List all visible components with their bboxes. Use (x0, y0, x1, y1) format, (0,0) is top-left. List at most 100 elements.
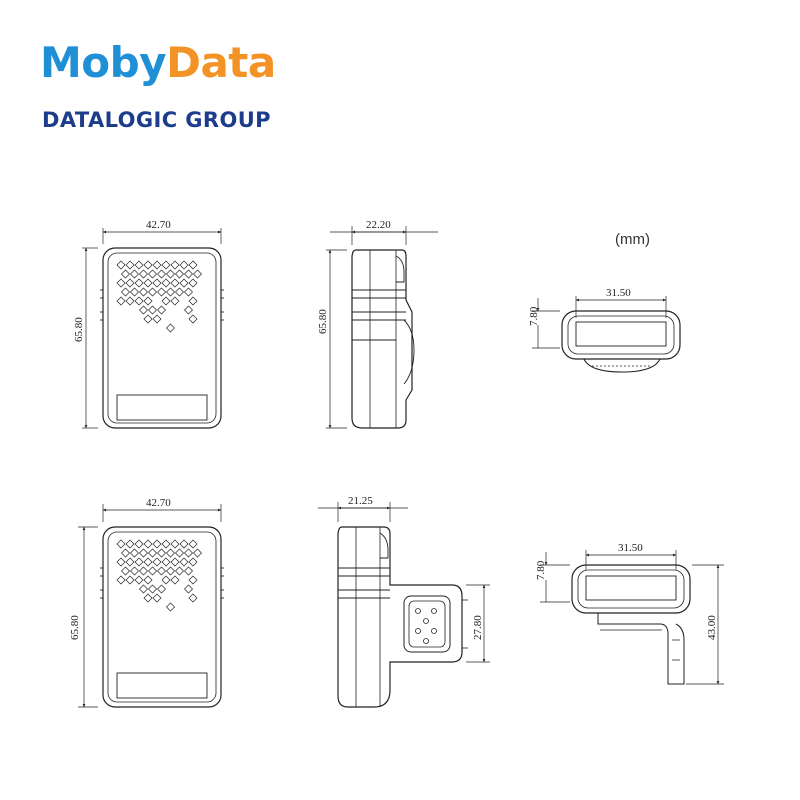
dim-label-top-top-height: 7.80 (528, 306, 540, 326)
side-view-bottom (337, 526, 468, 708)
side-view-top (351, 249, 415, 429)
diamond-mark (125, 557, 135, 567)
diamond-mark (139, 584, 148, 594)
dim-label-top-top-width: 31.50 (606, 287, 631, 299)
diamond-mark (125, 296, 135, 306)
diamond-mark (161, 557, 171, 567)
diamond-mark (143, 278, 153, 288)
diamond-mark (125, 278, 135, 288)
diamond-mark (166, 323, 175, 333)
logo-subtitle: DATALOGIC GROUP (42, 108, 271, 132)
diamond-mark (116, 260, 126, 270)
dim-front-top (82, 228, 222, 429)
diamond-mark (121, 566, 130, 576)
diamond-mark (148, 566, 157, 576)
diamond-mark (157, 287, 166, 297)
diamond-mark (166, 602, 175, 612)
side-ribs-right (221, 289, 224, 321)
diamond-mark (143, 296, 153, 306)
diamond-mark (143, 260, 153, 270)
diamond-mark (161, 296, 171, 306)
diamond-mark (170, 278, 180, 288)
dim-top-top (532, 296, 667, 349)
top-view-bottom (571, 564, 691, 685)
diamond-mark (161, 575, 171, 585)
diamond-mark (130, 287, 139, 297)
diamond-mark (130, 269, 139, 279)
dim-label-front-top-height: 65.80 (73, 317, 85, 342)
diamond-mark (170, 539, 180, 549)
diamond-mark (188, 278, 198, 288)
diamond-mark (125, 539, 135, 549)
dim-front-bottom (78, 504, 222, 708)
dim-label-top-bottom-width: 31.50 (618, 542, 643, 554)
diamond-mark (125, 260, 135, 270)
diamond-mark (188, 557, 198, 567)
dim-top-bottom (540, 550, 724, 685)
diamond-mark (179, 539, 189, 549)
diamond-mark (143, 557, 153, 567)
dim-label-top-bottom-height: 7.80 (535, 560, 547, 580)
diamond-mark (170, 557, 180, 567)
diamond-mark (130, 566, 139, 576)
diamond-mark (152, 539, 162, 549)
dim-label-front-bottom-width: 42.70 (146, 497, 171, 509)
diamond-mark (148, 548, 157, 558)
diamond-mark (175, 548, 184, 558)
diamond-mark (143, 539, 153, 549)
top-view-top (561, 310, 681, 373)
diamond-mark (134, 539, 144, 549)
diamond-mark (148, 287, 157, 297)
diamond-pattern (116, 539, 202, 612)
diamond-mark (157, 305, 166, 315)
connector-pins (415, 608, 437, 644)
diamond-mark (157, 584, 166, 594)
unit-label: (mm) (615, 231, 650, 248)
diamond-mark (188, 539, 198, 549)
diamond-mark (184, 269, 193, 279)
diamond-pattern (116, 260, 202, 333)
diamond-mark (188, 593, 198, 603)
logo-moby: Moby (40, 38, 167, 87)
diamond-mark (139, 566, 148, 576)
diamond-mark (116, 557, 126, 567)
logo-wordmark: MobyData (40, 38, 276, 88)
diamond-mark (134, 575, 144, 585)
diamond-mark (143, 575, 153, 585)
diamond-mark (143, 314, 153, 324)
diamond-mark (188, 296, 198, 306)
diamond-mark (152, 260, 162, 270)
diamond-mark (166, 566, 175, 576)
diamond-mark (188, 260, 198, 270)
diamond-mark (157, 269, 166, 279)
dim-side-bottom (318, 502, 490, 663)
diamond-mark (179, 278, 189, 288)
diamond-mark (175, 269, 184, 279)
diamond-mark (148, 584, 157, 594)
front-view-top (100, 247, 224, 429)
diamond-mark (166, 548, 175, 558)
diamond-mark (161, 260, 171, 270)
diamond-mark (121, 269, 130, 279)
dim-label-top-bottom-total: 43.00 (706, 615, 718, 640)
diamond-mark (161, 539, 171, 549)
diamond-mark (179, 557, 189, 567)
diamond-mark (184, 287, 193, 297)
diamond-mark (148, 305, 157, 315)
diamond-mark (121, 548, 130, 558)
diamond-mark (193, 269, 202, 279)
diamond-mark (139, 287, 148, 297)
diamond-mark (125, 575, 135, 585)
diamond-mark (170, 296, 180, 306)
diamond-mark (139, 548, 148, 558)
diamond-mark (139, 269, 148, 279)
diamond-mark (157, 548, 166, 558)
diamond-mark (166, 287, 175, 297)
diamond-mark (170, 260, 180, 270)
diamond-mark (134, 557, 144, 567)
dim-label-side-top-depth: 22.20 (366, 219, 391, 231)
diamond-mark (175, 287, 184, 297)
diamond-mark (179, 260, 189, 270)
side-ribs-left (100, 289, 103, 321)
